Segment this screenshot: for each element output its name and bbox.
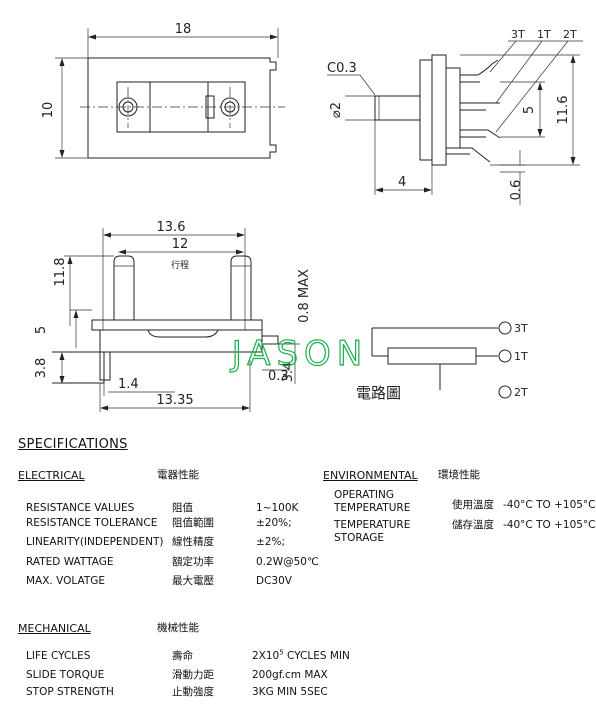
elec-row-2-val: ±2%; bbox=[256, 536, 285, 548]
environmental-header: ENVIRONMENTAL bbox=[323, 469, 418, 482]
chamfer-label: C0.3 bbox=[327, 61, 357, 76]
elec-row-0-en: RESISTANCE VALUES bbox=[26, 502, 135, 514]
pin-label-1t: 1T bbox=[537, 28, 551, 41]
elec-row-1-val: ±20%; bbox=[256, 517, 292, 529]
elec-row-3-cn: 額定功率 bbox=[172, 556, 214, 568]
env-row-1-en1: TEMPERATURE bbox=[334, 519, 411, 531]
circuit-label-3t: 3T bbox=[514, 322, 528, 335]
circuit-label-2t: 2T bbox=[514, 386, 528, 399]
env-row-1-en2: STORAGE bbox=[334, 532, 384, 544]
dim-3-4: 3.4 bbox=[281, 362, 296, 383]
mechanical-header-cn: 機械性能 bbox=[157, 622, 199, 634]
mech-row-1-en: SLIDE TORQUE bbox=[26, 669, 105, 681]
dim-width-13-6: 13.6 bbox=[157, 220, 186, 235]
env-row-0-en2: TEMPERATURE bbox=[334, 502, 411, 514]
dim-0-8-max: 0.8 MAX bbox=[297, 269, 312, 323]
watermark-logo: JASON bbox=[230, 334, 368, 374]
dim-shaft-length-4: 4 bbox=[398, 175, 406, 190]
dim-width-13-35: 13.35 bbox=[156, 393, 193, 408]
mech-row-2-en: STOP STRENGTH bbox=[26, 686, 114, 698]
electrical-header: ELECTRICAL bbox=[18, 469, 85, 482]
pin-label-2t: 2T bbox=[563, 28, 577, 41]
dim-width-18: 18 bbox=[175, 22, 192, 37]
circuit-title: 電路圖 bbox=[356, 384, 401, 402]
dim-height-11-6: 11.6 bbox=[556, 96, 571, 125]
dim-base-3-8: 3.8 bbox=[34, 358, 49, 379]
circuit-label-1t: 1T bbox=[514, 350, 528, 363]
env-row-1-val: -40°C TO +105°C bbox=[503, 519, 596, 531]
travel-label-cn: 行程 bbox=[171, 259, 189, 271]
elec-row-4-val: DC30V bbox=[256, 575, 292, 587]
circuit-diagram: 3T 1T 2T 電路圖 bbox=[356, 321, 528, 402]
mech-row-0-en: LIFE CYCLES bbox=[26, 650, 91, 662]
dim-height-11-8: 11.8 bbox=[53, 258, 68, 287]
elec-row-4-en: MAX. VOLATGE bbox=[26, 575, 106, 587]
elec-row-1-cn: 阻值範圍 bbox=[172, 517, 214, 529]
dim-height-10: 10 bbox=[41, 102, 56, 119]
mech-row-0-val: 2X105 CYCLES MIN bbox=[252, 648, 350, 662]
env-row-0-cn: 使用溫度 bbox=[452, 499, 494, 511]
dim-0-3: 0.3 bbox=[268, 369, 289, 384]
dim-shaft-dia: ⌀2 bbox=[329, 102, 344, 118]
side-view: C0.3 ⌀2 3T 1T 2T 5 bbox=[327, 28, 583, 205]
front-view: 13.6 12 行程 11.8 5 3.8 bbox=[34, 220, 312, 412]
env-row-1-cn: 儲存溫度 bbox=[452, 519, 494, 531]
mech-row-2-cn: 止動強度 bbox=[172, 686, 214, 698]
elec-row-3-en: RATED WATTAGE bbox=[26, 556, 114, 568]
mech-row-0-cn: 壽命 bbox=[172, 650, 193, 662]
elec-row-0-cn: 阻值 bbox=[172, 502, 193, 514]
specs-title: SPECIFICATIONS bbox=[18, 437, 128, 452]
elec-row-2-en: LINEARITY(INDEPENDENT) bbox=[26, 536, 164, 548]
env-row-0-val: -40°C TO +105°C bbox=[503, 499, 596, 511]
dim-pin-thickness: 0.6 bbox=[509, 180, 524, 201]
env-row-0-en1: OPERATING bbox=[334, 489, 394, 501]
mechanical-header: MECHANICAL bbox=[18, 622, 91, 635]
elec-row-4-cn: 最大電壓 bbox=[172, 575, 214, 587]
elec-row-1-en: RESISTANCE TOLERANCE bbox=[26, 517, 158, 529]
mech-row-1-cn: 滑動力距 bbox=[172, 669, 214, 681]
dim-offset-1-4: 1.4 bbox=[118, 377, 139, 392]
electrical-header-cn: 電器性能 bbox=[157, 469, 199, 481]
mech-row-1-val: 200gf.cm MAX bbox=[252, 669, 328, 681]
top-view: 18 10 bbox=[41, 22, 285, 159]
environmental-header-cn: 環境性能 bbox=[438, 469, 480, 481]
mech-row-2-val: 3KG MIN 5SEC bbox=[252, 686, 328, 698]
technical-drawing: 18 10 C0.3 ⌀2 bbox=[34, 22, 583, 412]
elec-row-2-cn: 線性精度 bbox=[172, 536, 214, 548]
pin-label-3t: 3T bbox=[511, 28, 525, 41]
dim-pitch-5: 5 bbox=[522, 106, 537, 114]
elec-row-3-val: 0.2W@50℃ bbox=[256, 556, 319, 568]
dim-body-5: 5 bbox=[34, 326, 49, 334]
elec-row-0-val: 1~100K bbox=[256, 502, 299, 514]
dim-travel-12: 12 bbox=[172, 237, 189, 252]
